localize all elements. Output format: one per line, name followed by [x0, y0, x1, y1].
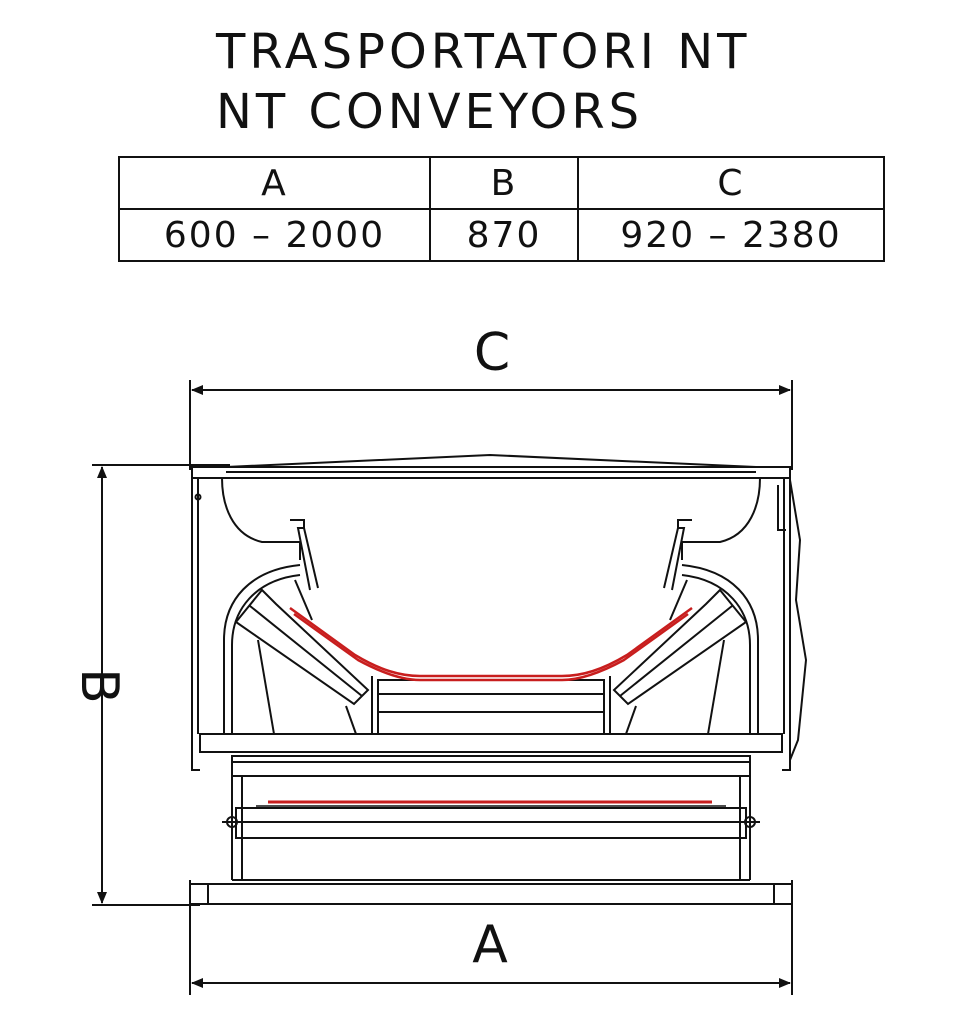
- wing-roller-left: [234, 588, 370, 706]
- dimension-b: B: [69, 464, 230, 906]
- header-c: C: [577, 156, 885, 210]
- side-frame-right: [681, 477, 808, 771]
- dimension-c: C: [189, 323, 793, 470]
- table-value-row: 600 – 2000 870 920 – 2380: [118, 208, 885, 262]
- side-frame-left: [191, 477, 301, 771]
- top-cover: [191, 453, 791, 479]
- title-italian: TRASPORTATORI NT: [216, 24, 751, 80]
- dimension-label-a: A: [472, 915, 508, 975]
- value-a: 600 – 2000: [118, 208, 431, 262]
- return-section: [222, 776, 760, 880]
- base-plate: [189, 879, 793, 905]
- idler-support: [223, 564, 759, 735]
- middle-frame: [199, 733, 783, 777]
- value-c: 920 – 2380: [577, 208, 885, 262]
- table-header-row: A B C: [118, 156, 885, 210]
- wing-roller-right: [612, 588, 748, 706]
- header-b: B: [429, 156, 579, 210]
- dimension-a: A: [189, 880, 793, 995]
- title-english: NT CONVEYORS: [216, 84, 644, 140]
- value-b: 870: [429, 208, 579, 262]
- carrying-belt: [289, 606, 693, 682]
- header-a: A: [118, 156, 431, 210]
- center-roller: [371, 676, 611, 734]
- dimension-table: A B C 600 – 2000 870 920 – 2380: [118, 156, 885, 262]
- dimension-label-c: C: [474, 323, 510, 383]
- skirt-boards: [290, 519, 692, 621]
- dimension-label-b: B: [69, 668, 129, 704]
